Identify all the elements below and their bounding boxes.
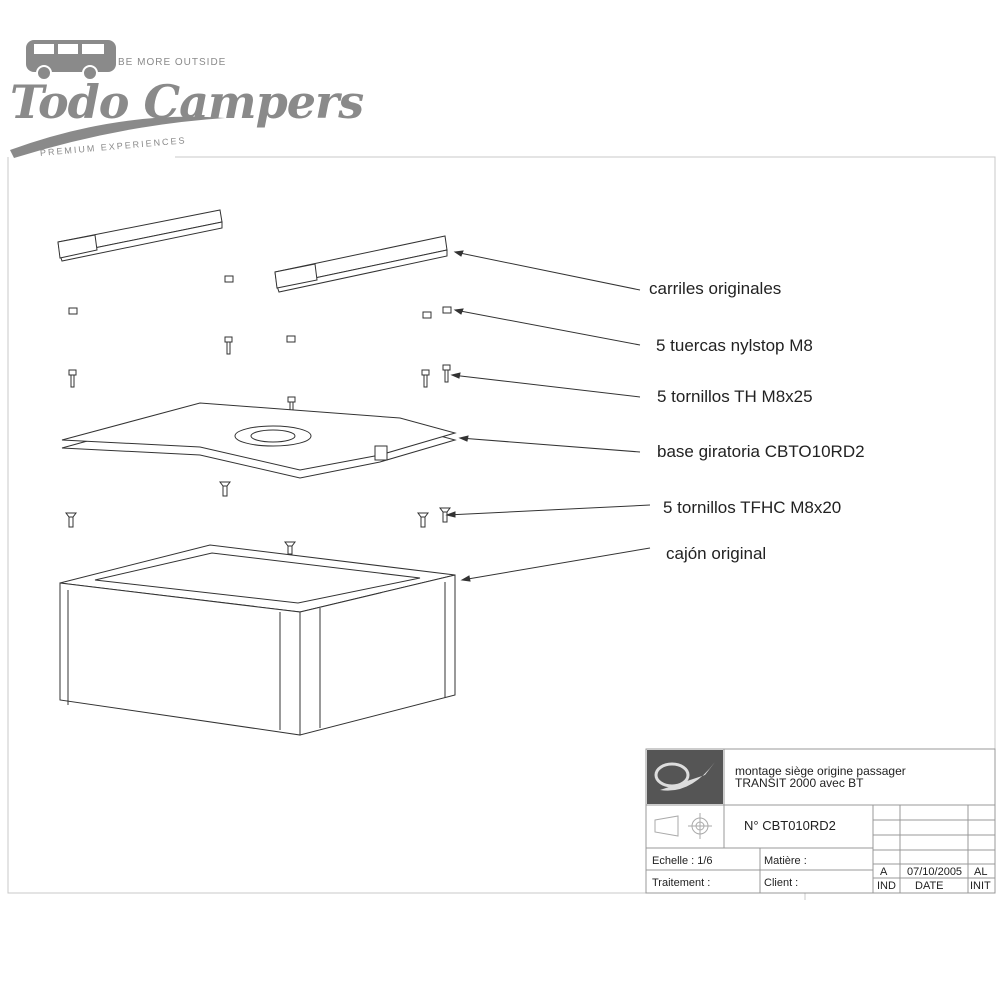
client: Client : bbox=[764, 877, 799, 889]
label-cajon: cajón original bbox=[666, 544, 767, 563]
init-value: AL bbox=[974, 866, 988, 878]
date-value: 07/10/2005 bbox=[907, 866, 963, 878]
rails bbox=[57, 209, 448, 293]
title-line1: montage siège origine passager bbox=[735, 764, 906, 778]
label-base-giratoria: base giratoria CBTO10RD2 bbox=[657, 442, 865, 461]
projection-symbol-icon bbox=[654, 813, 712, 839]
echelle: Echelle : 1/6 bbox=[652, 855, 713, 867]
fasteners bbox=[65, 275, 452, 555]
logo-brand: Todo Campers bbox=[10, 75, 364, 129]
logo-tagline-top: BE MORE OUTSIDE bbox=[118, 57, 227, 68]
ind-label: IND bbox=[877, 880, 896, 892]
drawing-number: N° CBT010RD2 bbox=[744, 818, 836, 833]
traitement: Traitement : bbox=[652, 877, 711, 889]
label-tuercas: 5 tuercas nylstop M8 bbox=[656, 336, 813, 355]
label-tornillos-th: 5 tornillos TH M8x25 bbox=[657, 387, 813, 406]
title-block-grid bbox=[645, 748, 996, 894]
original-box bbox=[59, 544, 456, 736]
date-label: DATE bbox=[915, 880, 944, 892]
leader-lines bbox=[445, 250, 651, 582]
ind-value: A bbox=[880, 866, 888, 878]
title-line2: TRANSIT 2000 avec BT bbox=[735, 776, 864, 790]
init-label: INIT bbox=[970, 880, 991, 892]
matiere: Matière : bbox=[764, 855, 807, 867]
label-tornillos-tfhc: 5 tornillos TFHC M8x20 bbox=[663, 498, 842, 517]
label-carriles: carriles originales bbox=[649, 279, 782, 298]
company-logo-icon bbox=[647, 750, 723, 804]
swivel-base bbox=[61, 402, 457, 479]
logo-van-icon bbox=[10, 40, 225, 158]
